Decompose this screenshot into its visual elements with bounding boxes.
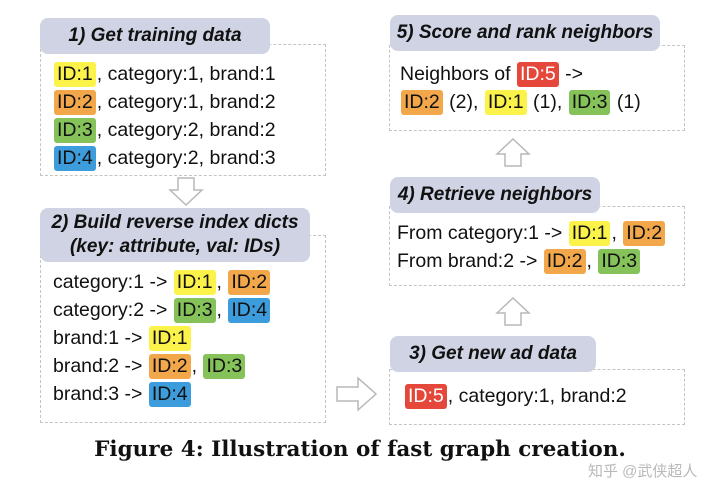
id-tag: ID:4 (228, 297, 271, 323)
text-fragment: , category:1, brand:2 (447, 384, 627, 407)
text-line: Neighbors of ID:5 -> (400, 60, 641, 88)
figure-caption: Figure 4: Illustration of fast graph cre… (94, 437, 626, 462)
text-fragment: (1), (527, 90, 568, 113)
text-line: ID:2 (2), ID:1 (1), ID:3 (1) (400, 88, 641, 116)
down-arrow-icon (168, 177, 204, 207)
right-arrow-icon (336, 376, 378, 412)
text-fragment: (2), (443, 90, 484, 113)
step2-title-line2: (key: attribute, val: IDs) (69, 236, 281, 257)
text-line: ID:1, category:1, brand:1 (53, 60, 276, 88)
id-tag: ID:2 (401, 89, 443, 115)
text-line: brand:1 -> ID:1 (53, 324, 271, 352)
text-fragment: From category:1 -> (397, 221, 568, 244)
text-line: ID:2, category:1, brand:2 (53, 88, 276, 116)
step2-header: 2) Build reverse index dicts (key: attri… (40, 208, 310, 262)
id-tag: ID:1 (148, 325, 191, 351)
step1-title: 1) Get training data (68, 25, 242, 47)
id-tag: ID:5 (405, 383, 447, 409)
id-tag: ID:2 (54, 89, 96, 115)
text-line: ID:3, category:2, brand:2 (53, 116, 276, 144)
text-fragment: From brand:2 -> (397, 249, 543, 272)
text-line: ID:4, category:2, brand:3 (53, 144, 276, 172)
id-tag: ID:3 (203, 353, 246, 379)
text-fragment: , (586, 249, 598, 272)
step3-lines: ID:5, category:1, brand:2 (404, 382, 627, 410)
text-fragment: , category:1, brand:2 (96, 90, 276, 113)
text-fragment: brand:1 -> (53, 326, 148, 349)
step5-title: 5) Score and rank neighbors (396, 22, 654, 44)
text-fragment: category:1 -> (53, 270, 173, 293)
text-fragment: brand:2 -> (53, 354, 148, 377)
text-fragment: brand:3 -> (53, 382, 148, 405)
id-tag: ID:3 (173, 297, 216, 323)
text-line: category:1 -> ID:1, ID:2 (53, 268, 271, 296)
id-tag: ID:4 (148, 381, 191, 407)
step3-title: 3) Get new ad data (409, 343, 577, 365)
id-tag: ID:3 (598, 248, 641, 274)
text-fragment: -> (559, 62, 584, 85)
text-fragment: , (611, 221, 623, 244)
id-tag: ID:1 (173, 269, 216, 295)
text-fragment: category:2 -> (53, 298, 173, 321)
step3-header: 3) Get new ad data (390, 336, 596, 372)
step4-header: 4) Retrieve neighbors (390, 177, 600, 213)
step1-header: 1) Get training data (40, 18, 270, 54)
text-fragment: , (216, 270, 228, 293)
id-tag: ID:1 (484, 89, 527, 115)
text-fragment: , category:2, brand:3 (96, 146, 276, 169)
text-line: ID:5, category:1, brand:2 (404, 382, 627, 410)
step5-header: 5) Score and rank neighbors (390, 15, 660, 51)
text-fragment: Neighbors of (400, 62, 516, 85)
text-fragment: , category:1, brand:1 (96, 62, 276, 85)
step4-title: 4) Retrieve neighbors (397, 184, 593, 206)
id-tag: ID:1 (54, 61, 96, 87)
id-tag: ID:2 (228, 269, 271, 295)
text-fragment: , (191, 354, 203, 377)
id-tag: ID:1 (568, 220, 611, 246)
text-fragment: (1) (611, 90, 641, 113)
up-arrow-icon (495, 296, 531, 326)
id-tag: ID:2 (623, 220, 666, 246)
step2-title-line1: 2) Build reverse index dicts (51, 212, 299, 234)
id-tag: ID:5 (516, 61, 559, 87)
text-fragment: , (216, 298, 228, 321)
text-line: brand:2 -> ID:2, ID:3 (53, 352, 271, 380)
id-tag: ID:2 (543, 248, 586, 274)
text-line: category:2 -> ID:3, ID:4 (53, 296, 271, 324)
text-fragment: , category:2, brand:2 (96, 118, 276, 141)
id-tag: ID:2 (148, 353, 191, 379)
id-tag: ID:4 (54, 145, 96, 171)
id-tag: ID:3 (54, 117, 96, 143)
step5-lines: Neighbors of ID:5 ->ID:2 (2), ID:1 (1), … (400, 60, 641, 116)
id-tag: ID:3 (568, 89, 611, 115)
text-line: From brand:2 -> ID:2, ID:3 (397, 247, 666, 275)
text-line: brand:3 -> ID:4 (53, 380, 271, 408)
up-arrow-icon (495, 137, 531, 167)
text-line: From category:1 -> ID:1, ID:2 (397, 219, 666, 247)
watermark: 知乎 @武侠超人 (588, 463, 698, 480)
